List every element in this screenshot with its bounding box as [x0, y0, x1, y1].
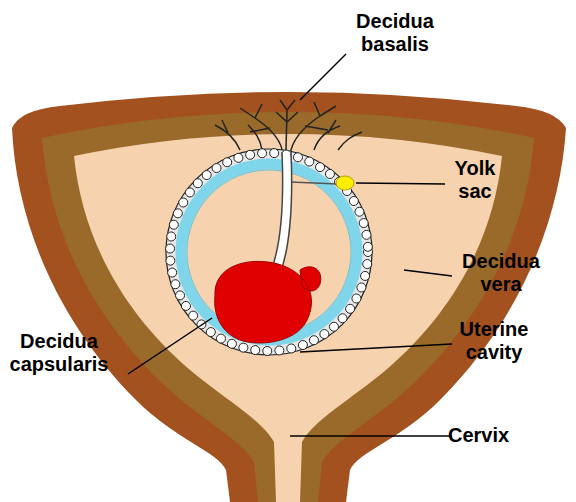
villus — [166, 256, 175, 265]
villus — [223, 158, 232, 167]
part-label: Decidua capsularis — [4, 330, 114, 376]
villus — [315, 163, 324, 172]
villus — [363, 242, 372, 251]
villus — [305, 157, 314, 166]
villus — [298, 341, 307, 350]
part-label: Yolk sac — [442, 157, 508, 203]
villus — [202, 171, 211, 180]
villus — [263, 346, 272, 355]
villus — [362, 230, 371, 239]
villi-outline — [166, 149, 372, 355]
villus — [293, 153, 302, 162]
villus — [338, 314, 347, 323]
villus — [363, 260, 372, 269]
yolk-sac — [336, 176, 354, 190]
umbilical-cord — [272, 152, 292, 271]
villus — [352, 294, 361, 303]
villus — [346, 304, 355, 313]
villus — [325, 169, 334, 178]
villus — [275, 346, 284, 355]
villus — [258, 149, 267, 158]
leader-lines — [128, 54, 452, 436]
part-label: Uterine cavity — [446, 318, 542, 364]
villous-tree — [215, 100, 362, 155]
villus — [168, 268, 177, 277]
villus — [357, 283, 366, 292]
myometrium — [12, 92, 566, 502]
villus — [355, 207, 364, 216]
part-label: Decidua vera — [446, 250, 556, 296]
villus — [320, 330, 329, 339]
villus — [212, 164, 221, 173]
villus — [270, 149, 279, 158]
villus — [185, 188, 194, 197]
villus — [193, 179, 202, 188]
villus — [246, 150, 255, 159]
villus — [173, 209, 182, 218]
villus — [206, 328, 215, 337]
villus — [176, 291, 185, 300]
chorionic-villi — [166, 149, 373, 356]
villus — [309, 336, 318, 345]
villus — [167, 232, 176, 241]
villus — [171, 280, 180, 289]
villus — [329, 322, 338, 331]
villus — [361, 271, 370, 280]
uterine-cavity — [74, 134, 502, 502]
part-label: Cervix — [448, 424, 538, 447]
villus — [227, 339, 236, 348]
villus — [166, 244, 175, 253]
villus — [217, 334, 226, 343]
yolk-stalk — [290, 182, 338, 184]
villus — [234, 153, 243, 162]
villus — [251, 346, 260, 355]
villus — [189, 311, 198, 320]
villus — [181, 301, 190, 310]
villus — [349, 197, 358, 206]
part-label: Decidua basalis — [340, 10, 450, 56]
villus — [239, 343, 248, 352]
villus — [169, 220, 178, 229]
embryo — [215, 261, 321, 343]
villus — [287, 344, 296, 353]
villus — [359, 219, 368, 228]
villus — [179, 198, 188, 207]
